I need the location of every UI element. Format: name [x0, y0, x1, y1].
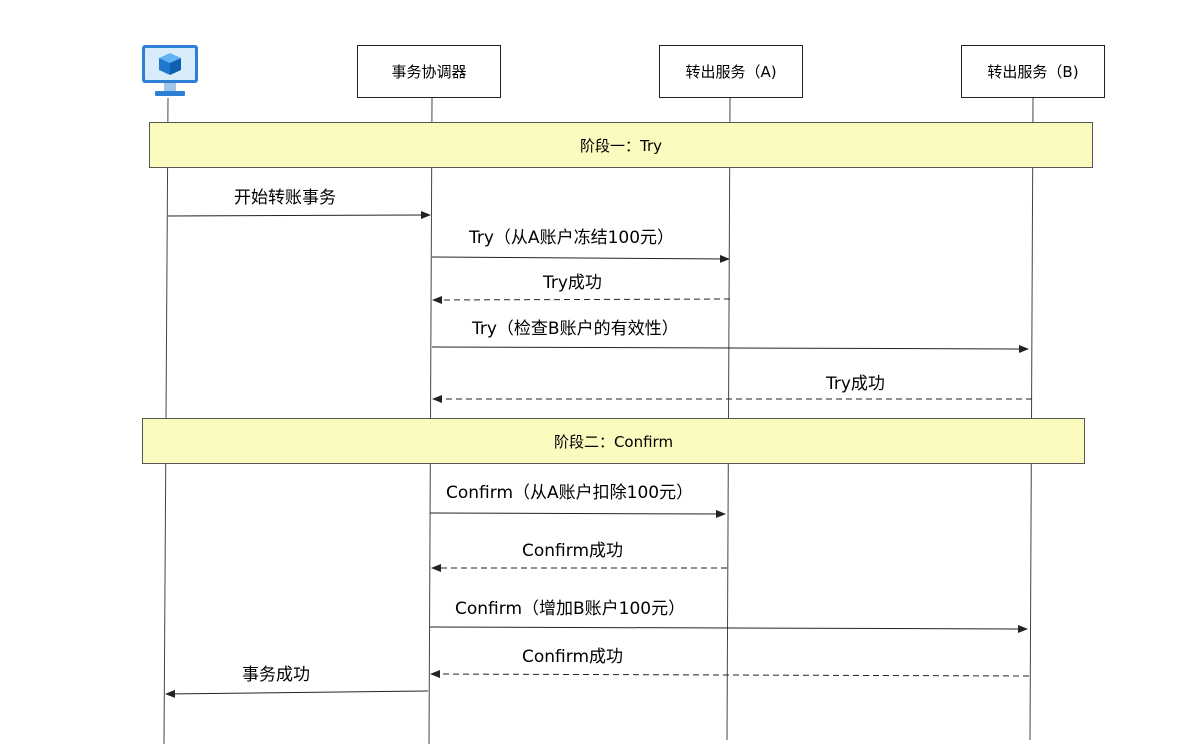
message-try-a: Try（从A账户冻结100元）: [469, 228, 675, 248]
phase-confirm-label: 阶段二：Confirm: [553, 432, 674, 451]
computer-monitor-icon: [142, 45, 198, 96]
message-try-b-success: Try成功: [826, 374, 885, 394]
arrow-start-transfer: [167, 211, 431, 220]
message-confirm-a: Confirm（从A账户扣除100元）: [446, 483, 694, 503]
participant-service-b-label: 转出服务（B): [987, 63, 1079, 81]
message-transaction-success: 事务成功: [242, 665, 310, 685]
participant-coordinator-label: 事务协调器: [391, 63, 467, 81]
arrow-confirm-b: [429, 624, 1028, 633]
arrow-try-a: [431, 254, 730, 263]
message-confirm-b: Confirm（增加B账户100元）: [455, 599, 686, 619]
message-try-b: Try（检查B账户的有效性）: [472, 319, 679, 339]
participant-service-a: 转出服务（A): [659, 45, 803, 98]
phase-try-label: 阶段一：Try: [579, 136, 662, 155]
arrow-confirm-b-success: [430, 670, 1030, 679]
message-try-a-success: Try成功: [543, 273, 602, 293]
participant-service-b: 转出服务（B): [961, 45, 1105, 98]
arrow-try-b: [431, 344, 1029, 353]
message-confirm-b-success: Confirm成功: [522, 647, 624, 667]
arrow-transaction-success: [165, 689, 429, 698]
participant-service-a-label: 转出服务（A): [685, 63, 777, 81]
phase-confirm-bar: 阶段二：Confirm: [142, 418, 1085, 464]
phase-try-bar: 阶段一：Try: [149, 122, 1093, 168]
participant-coordinator: 事务协调器: [357, 45, 501, 98]
arrow-try-a-success: [432, 295, 731, 304]
message-confirm-a-success: Confirm成功: [522, 541, 624, 561]
arrow-confirm-a: [429, 509, 726, 518]
message-start-transfer: 开始转账事务: [234, 188, 336, 208]
